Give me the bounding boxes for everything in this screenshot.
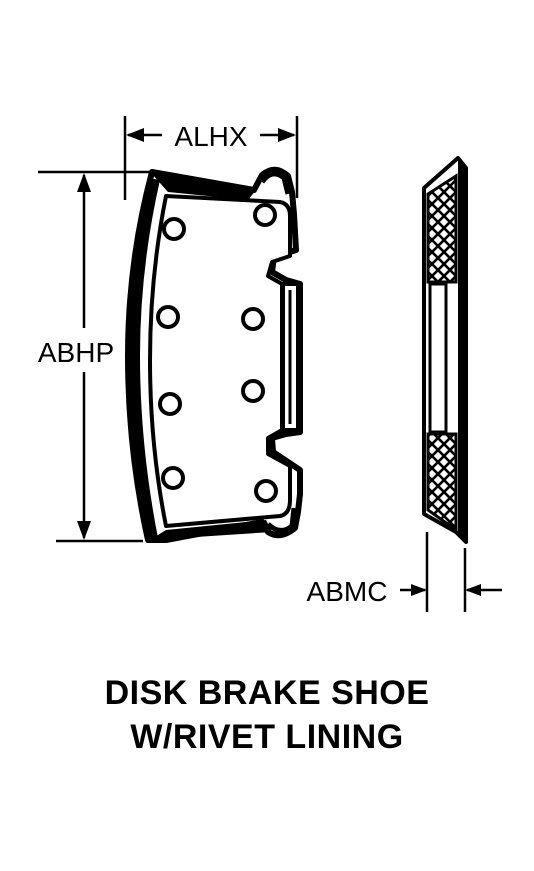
rivet-hole <box>161 466 185 490</box>
rivet-hole <box>158 392 182 416</box>
alhx-dimension: ALHX <box>123 116 299 200</box>
abhp-arrowhead-bottom <box>77 521 91 540</box>
shoe-curved-edge <box>126 178 160 538</box>
caption-line-2: W/RIVET LINING <box>130 718 404 756</box>
alhx-arrowhead-right <box>278 128 296 142</box>
abhp-arrowhead-top <box>77 173 91 192</box>
abmc-dimension: ABMC <box>307 532 502 612</box>
abhp-label: ABHP <box>38 337 114 368</box>
side-lining-middle <box>428 282 448 434</box>
rivet-hole <box>254 479 278 503</box>
rivet-hole <box>156 305 180 329</box>
top-wedge <box>152 174 256 200</box>
rivet-holes <box>156 203 278 503</box>
abhp-dimension: ABHP <box>38 170 150 543</box>
side-lining-hatch-bottom <box>426 432 458 533</box>
bottom-wedge <box>150 520 272 540</box>
brake-shoe-side-view <box>422 156 468 544</box>
caption-line-1: DISK BRAKE SHOE <box>104 674 430 712</box>
lining-pad <box>148 194 292 528</box>
side-lining-hatch-top <box>426 173 458 284</box>
rivet-hole <box>241 379 265 403</box>
abmc-label: ABMC <box>307 576 388 607</box>
rivet-hole <box>162 217 186 241</box>
bottom-ear <box>266 507 297 533</box>
side-backing-plate <box>458 160 466 542</box>
abmc-arrowhead-right <box>465 584 481 596</box>
rivet-hole <box>241 307 265 331</box>
top-ear <box>259 171 291 195</box>
rivet-hole <box>253 203 277 227</box>
brake-shoe-front-view <box>125 166 303 543</box>
abmc-arrowhead-left <box>411 584 427 596</box>
alhx-label: ALHX <box>174 121 247 152</box>
alhx-arrowhead-left <box>126 128 144 142</box>
